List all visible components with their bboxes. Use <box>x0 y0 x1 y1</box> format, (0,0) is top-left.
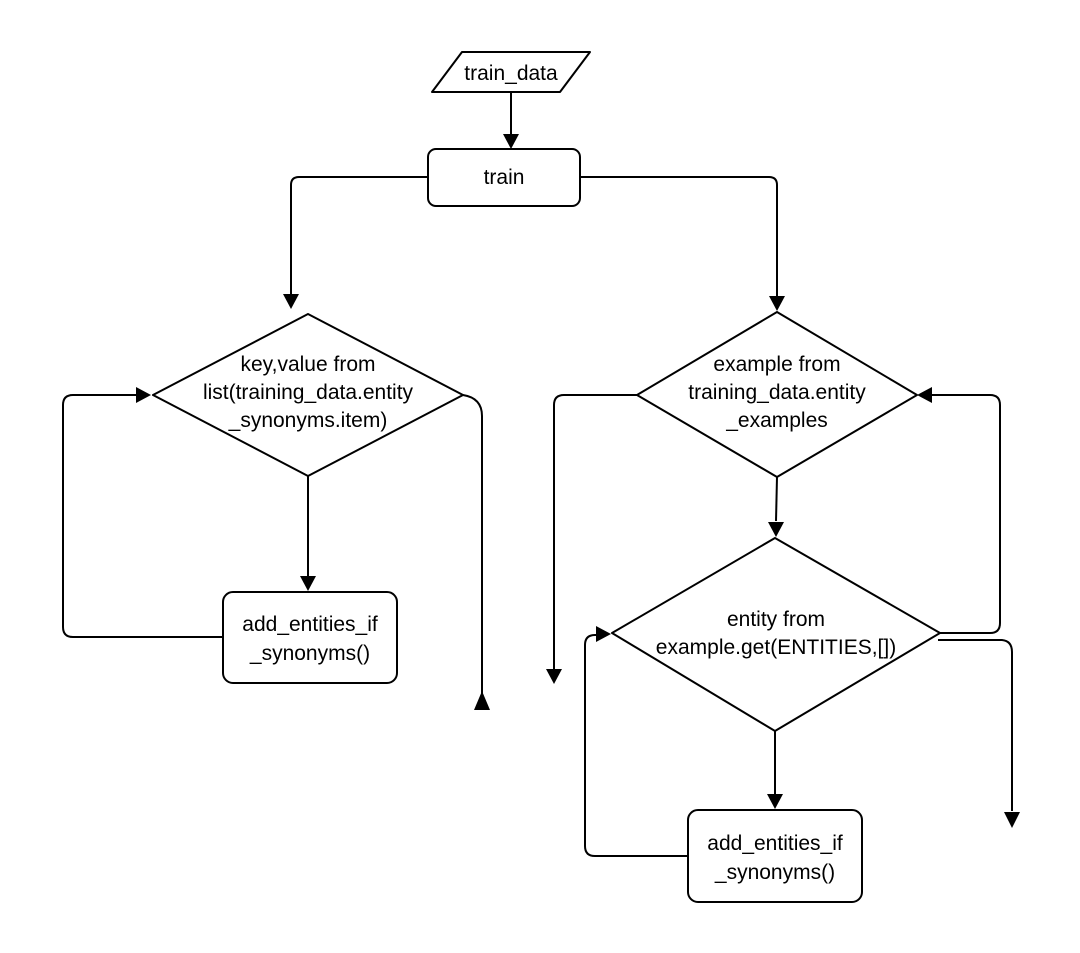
outer-loop-diamond <box>636 311 918 478</box>
inner-loop-diamond <box>611 537 941 732</box>
inner-body-box <box>687 809 863 903</box>
edge-train-to-outerloop <box>580 176 778 297</box>
inner-body-label-line1: add_entities_if <box>707 832 843 855</box>
train-data-label: train_data <box>464 62 558 85</box>
edge-innerloop-exit-down <box>938 639 1013 811</box>
edge-innerbody-loopback-to-innerloop <box>584 634 688 857</box>
inner-loop-label-line2: example.get(ENTITIES,[]) <box>656 636 896 659</box>
edge-leftloop-exit-down <box>462 394 483 694</box>
inner-loop-label-line1: entity from <box>727 608 825 631</box>
edge-outerloop-exit-down <box>553 394 637 669</box>
edge-train-to-leftloop <box>290 176 428 295</box>
train-process-box <box>427 148 581 207</box>
arrowhead-leftloop-exit-up <box>474 691 490 710</box>
arrowhead-into-innerloop-left <box>596 626 611 642</box>
left-body-label-line2: _synonyms() <box>249 642 370 665</box>
left-loop-label-line1: key,value from <box>241 353 376 376</box>
edge-innerloop-loopback-to-outerloop <box>932 394 1001 634</box>
inner-body-label-line2: _synonyms() <box>714 861 835 884</box>
arrowhead-outerloop-exit-down <box>546 669 562 684</box>
arrowhead-into-train <box>503 134 519 149</box>
left-body-label-line1: add_entities_if <box>242 613 378 636</box>
arrowhead-into-leftbody <box>300 576 316 591</box>
outer-loop-label-line2: training_data.entity <box>688 381 866 404</box>
edge-outerloop-to-innerloop <box>775 476 778 522</box>
arrowhead-into-innerloop-top <box>768 522 784 537</box>
arrowhead-into-leftloop-left <box>136 387 151 403</box>
outer-loop-label-line1: example from <box>713 353 840 376</box>
arrowhead-into-outerloop-top <box>769 296 785 311</box>
arrowhead-innerloop-exit-down <box>1004 812 1020 828</box>
arrowhead-into-leftloop-top <box>283 294 299 309</box>
arrowhead-into-outerloop-right <box>917 387 932 403</box>
arrowhead-into-innerbody <box>767 794 783 809</box>
train-data-parallelogram <box>431 51 591 93</box>
left-body-box <box>222 591 398 684</box>
left-loop-label-line3: _synonyms.item) <box>228 409 388 432</box>
edge-leftbody-loopback-to-leftloop <box>62 394 223 638</box>
left-loop-label-line2: list(training_data.entity <box>203 381 414 404</box>
outer-loop-label-line3: _examples <box>725 409 828 432</box>
left-loop-diamond <box>152 313 464 477</box>
train-label: train <box>484 166 525 189</box>
